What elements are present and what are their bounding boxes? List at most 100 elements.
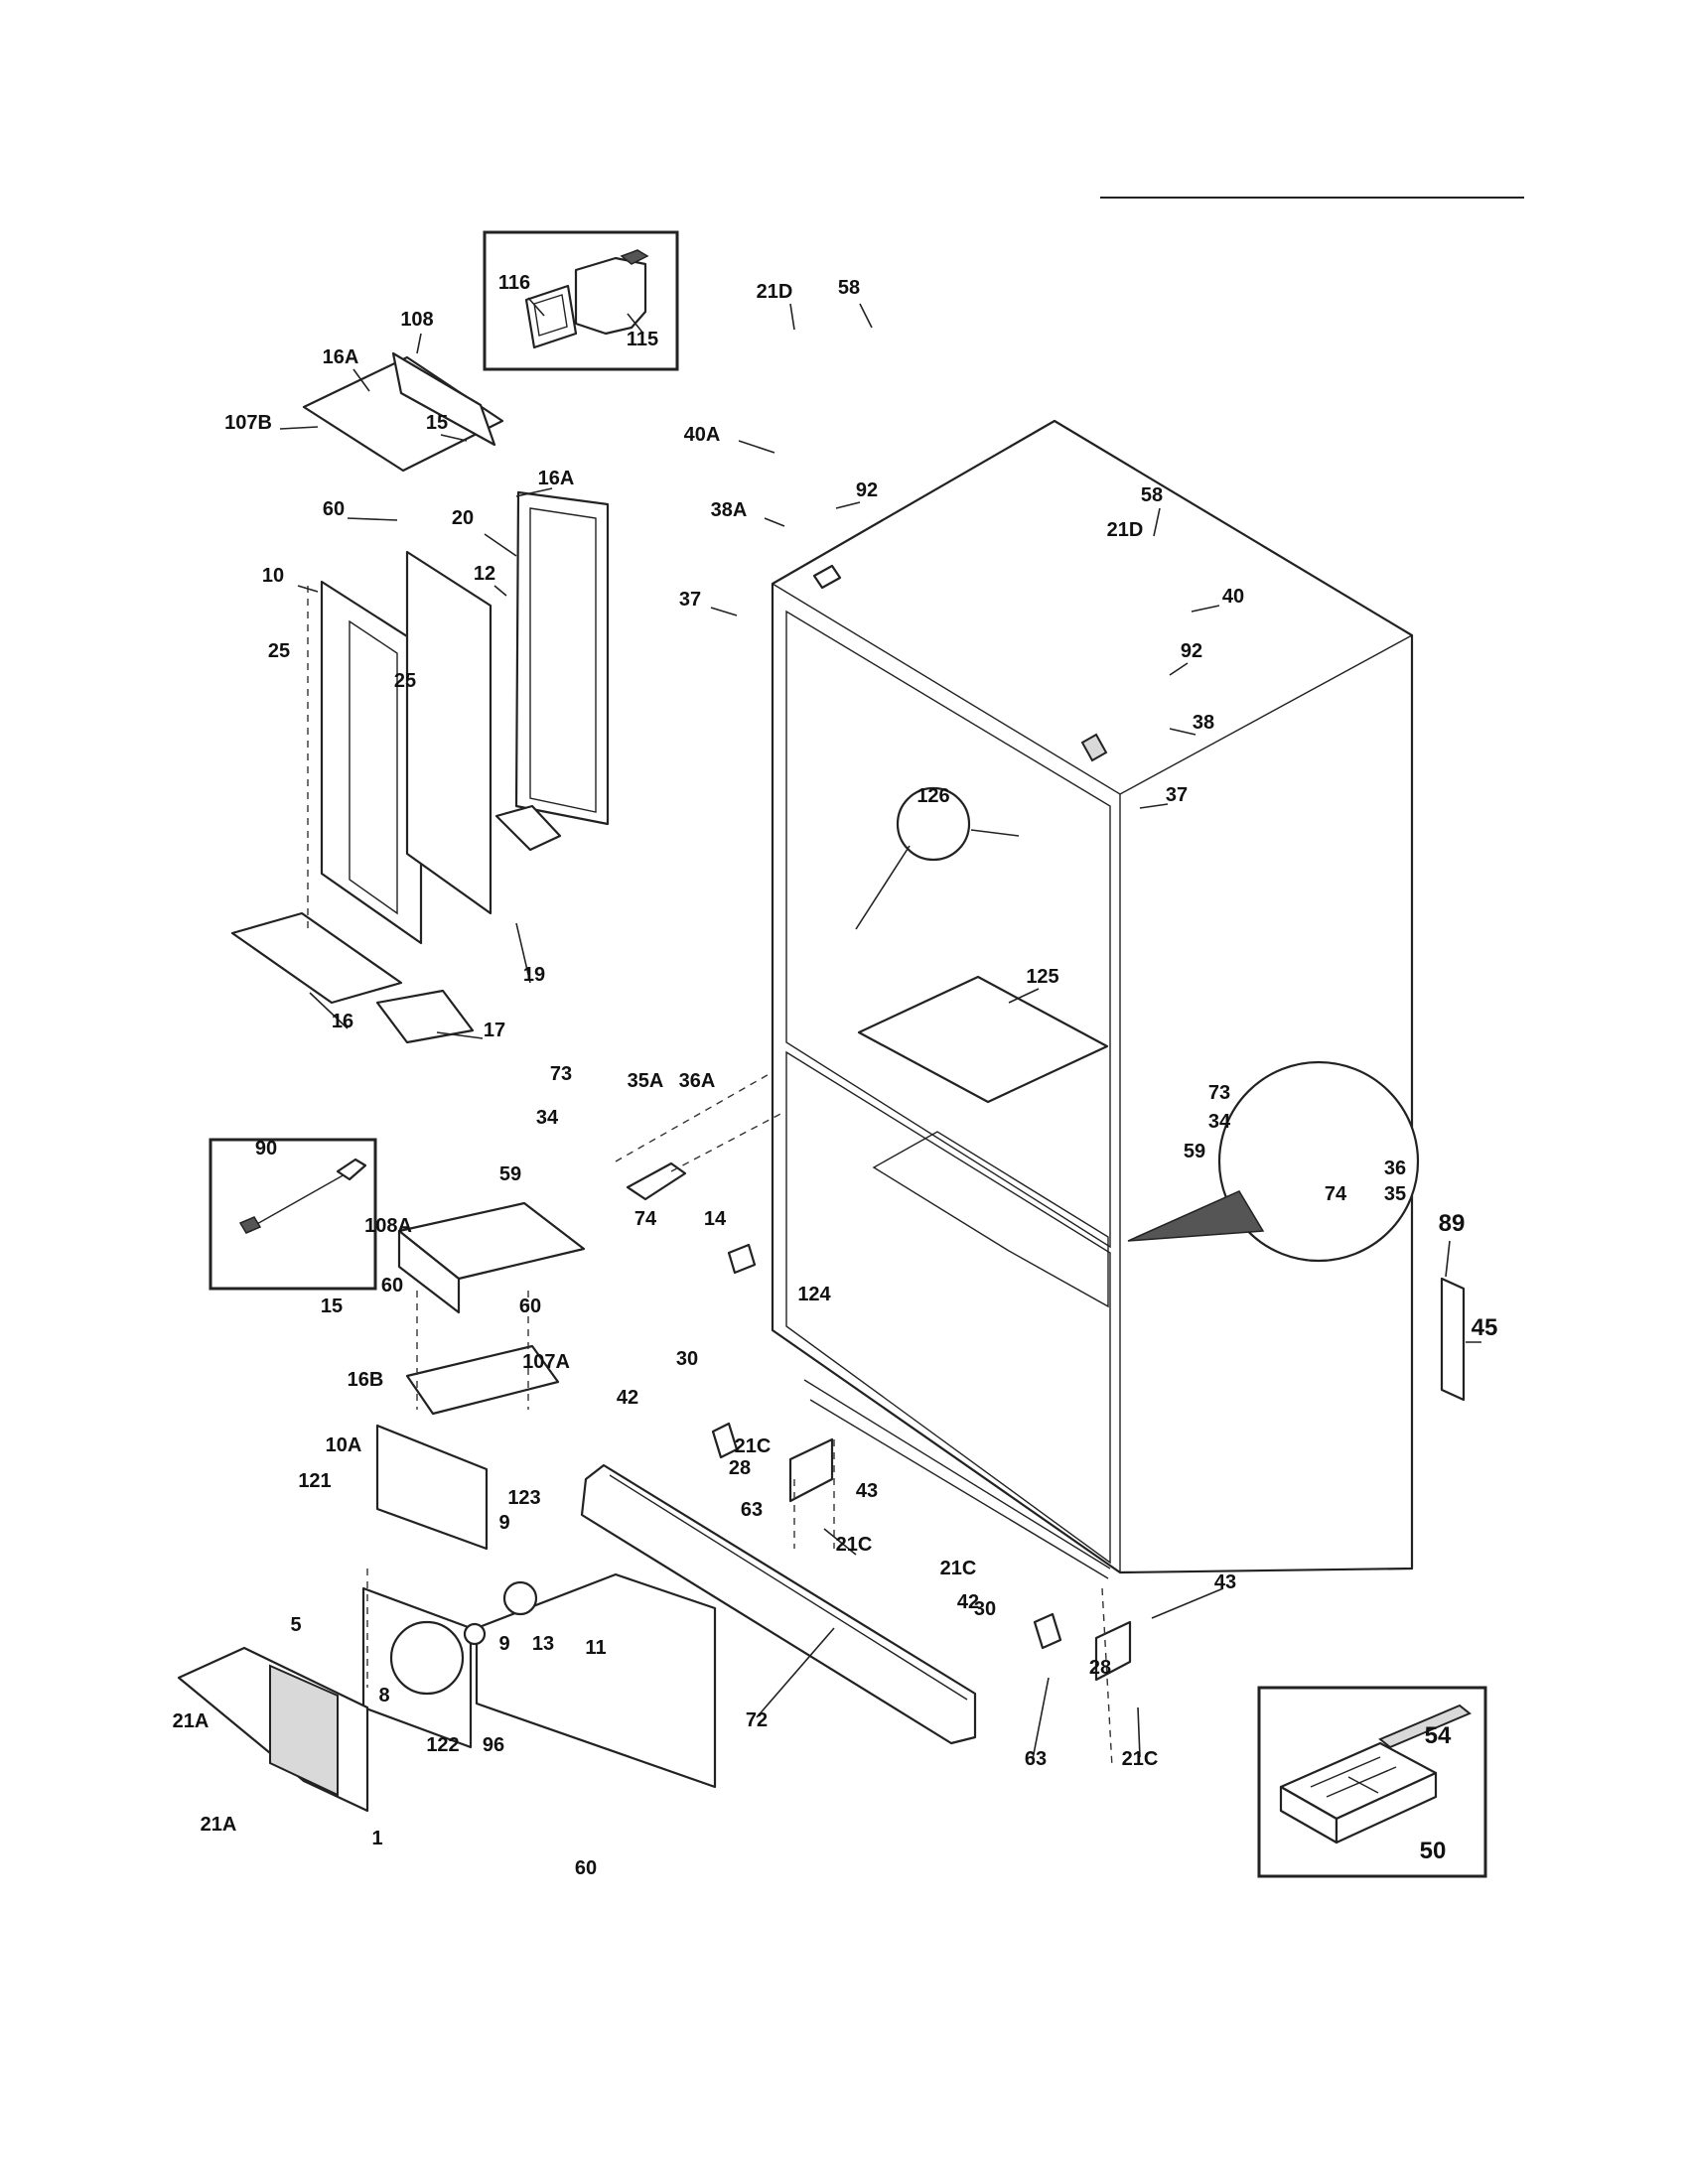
callout-19: 19 (523, 964, 545, 986)
callout-17: 17 (484, 1020, 505, 1041)
callout-30-top: 30 (676, 1348, 698, 1370)
toe-grille-72 (580, 1463, 977, 1745)
callout-60-midR: 60 (519, 1296, 541, 1317)
callout-96: 96 (483, 1734, 504, 1756)
callout-21A-low: 21A (201, 1814, 237, 1836)
callout-13: 13 (532, 1633, 554, 1655)
callout-38: 38 (1193, 712, 1214, 734)
callout-34-left: 34 (536, 1107, 559, 1129)
callout-16B: 16B (348, 1369, 384, 1391)
alignment-dashes (307, 586, 1113, 1768)
callout-28-right: 28 (1089, 1657, 1111, 1679)
callout-15-top: 15 (426, 412, 448, 434)
callout-11: 11 (585, 1637, 606, 1659)
callout-121: 121 (298, 1470, 331, 1492)
callout-92-top: 92 (856, 479, 878, 501)
callout-43-right: 43 (1214, 1571, 1236, 1593)
callout-90: 90 (255, 1138, 277, 1160)
callout-72: 72 (746, 1709, 768, 1731)
leader-lines (279, 297, 1481, 1760)
callout-63-right: 63 (1025, 1748, 1047, 1770)
callout-37-right: 37 (1166, 784, 1188, 806)
callout-126: 126 (916, 785, 949, 807)
callout-14: 14 (704, 1208, 727, 1230)
hardware-parts (626, 1161, 1466, 1682)
callout-73-right: 73 (1208, 1082, 1230, 1104)
callout-58-top: 58 (838, 277, 860, 299)
callout-107A: 107A (522, 1351, 570, 1373)
callout-116: 116 (498, 272, 530, 294)
callout-92-right: 92 (1181, 640, 1202, 662)
callout-28-top: 28 (729, 1457, 751, 1479)
callout-1: 1 (371, 1828, 382, 1849)
callout-21A-left: 21A (173, 1710, 210, 1732)
callout-108A: 108A (364, 1215, 412, 1237)
callout-21D-top: 21D (757, 281, 793, 303)
callout-20: 20 (452, 507, 474, 529)
cabinet-assembly (771, 419, 1414, 1579)
callout-37-top: 37 (679, 589, 701, 611)
callout-125: 125 (1026, 966, 1058, 988)
inset-box-115-116 (483, 230, 679, 371)
callout-12: 12 (474, 563, 495, 585)
callout-15-mid: 15 (321, 1296, 343, 1317)
callout-16: 16 (332, 1011, 353, 1032)
callout-36: 36 (1384, 1158, 1406, 1179)
callout-35A: 35A (628, 1070, 664, 1092)
callout-42-top: 42 (617, 1387, 638, 1409)
callout-36A: 36A (679, 1070, 716, 1092)
callout-124: 124 (797, 1284, 831, 1305)
callout-73-left: 73 (550, 1063, 572, 1085)
callout-5: 5 (290, 1614, 301, 1636)
inset-box-90 (209, 1138, 377, 1291)
callout-21C-b: 21C (836, 1534, 873, 1556)
callout-9-top: 9 (498, 1512, 509, 1534)
callout-89: 89 (1439, 1210, 1466, 1237)
dispenser-housing (177, 1201, 717, 1813)
callout-10: 10 (262, 565, 284, 587)
callout-50: 50 (1420, 1838, 1447, 1864)
callout-107B: 107B (224, 412, 272, 434)
callout-59-right: 59 (1184, 1141, 1205, 1162)
callout-122: 122 (426, 1734, 459, 1756)
callout-43-top: 43 (856, 1480, 878, 1502)
callout-16A-mid: 16A (538, 468, 575, 489)
callout-35: 35 (1384, 1183, 1406, 1205)
callout-21C-a: 21C (735, 1435, 772, 1457)
callout-54: 54 (1425, 1722, 1452, 1749)
callout-21D-right: 21D (1107, 519, 1144, 541)
callout-42-right: 42 (957, 1591, 979, 1613)
callout-123: 123 (507, 1487, 540, 1509)
callout-60-top: 60 (323, 498, 345, 520)
callout-34-right: 34 (1208, 1111, 1231, 1133)
callout-25-left: 25 (268, 640, 290, 662)
callout-21C-c: 21C (940, 1558, 977, 1579)
callout-40A: 40A (684, 424, 721, 446)
callout-8: 8 (378, 1685, 389, 1706)
callout-108: 108 (400, 309, 433, 331)
callout-9-mid: 9 (498, 1633, 509, 1655)
callout-58-right: 58 (1141, 484, 1163, 506)
callout-45: 45 (1472, 1314, 1498, 1341)
callout-38A: 38A (711, 499, 748, 521)
callout-74-right: 74 (1325, 1183, 1347, 1205)
callout-40: 40 (1222, 586, 1244, 608)
callout-63-top: 63 (741, 1499, 763, 1521)
callout-59-left: 59 (499, 1163, 521, 1185)
ice-chute-assembly (230, 351, 610, 1044)
inset-box-50-54 (1257, 1686, 1487, 1878)
callout-60-midL: 60 (381, 1275, 403, 1297)
callout-25-mid: 25 (394, 670, 416, 692)
callout-10A: 10A (326, 1434, 362, 1456)
callout-21C-d: 21C (1122, 1748, 1159, 1770)
callout-60-bottom: 60 (575, 1857, 597, 1879)
callout-30-right: 30 (974, 1598, 996, 1620)
callout-16A-top: 16A (323, 346, 359, 368)
header-rule (1100, 197, 1524, 199)
callout-115: 115 (627, 329, 658, 350)
detail-callout-circles (855, 786, 1420, 1263)
callout-74-left: 74 (634, 1208, 657, 1230)
